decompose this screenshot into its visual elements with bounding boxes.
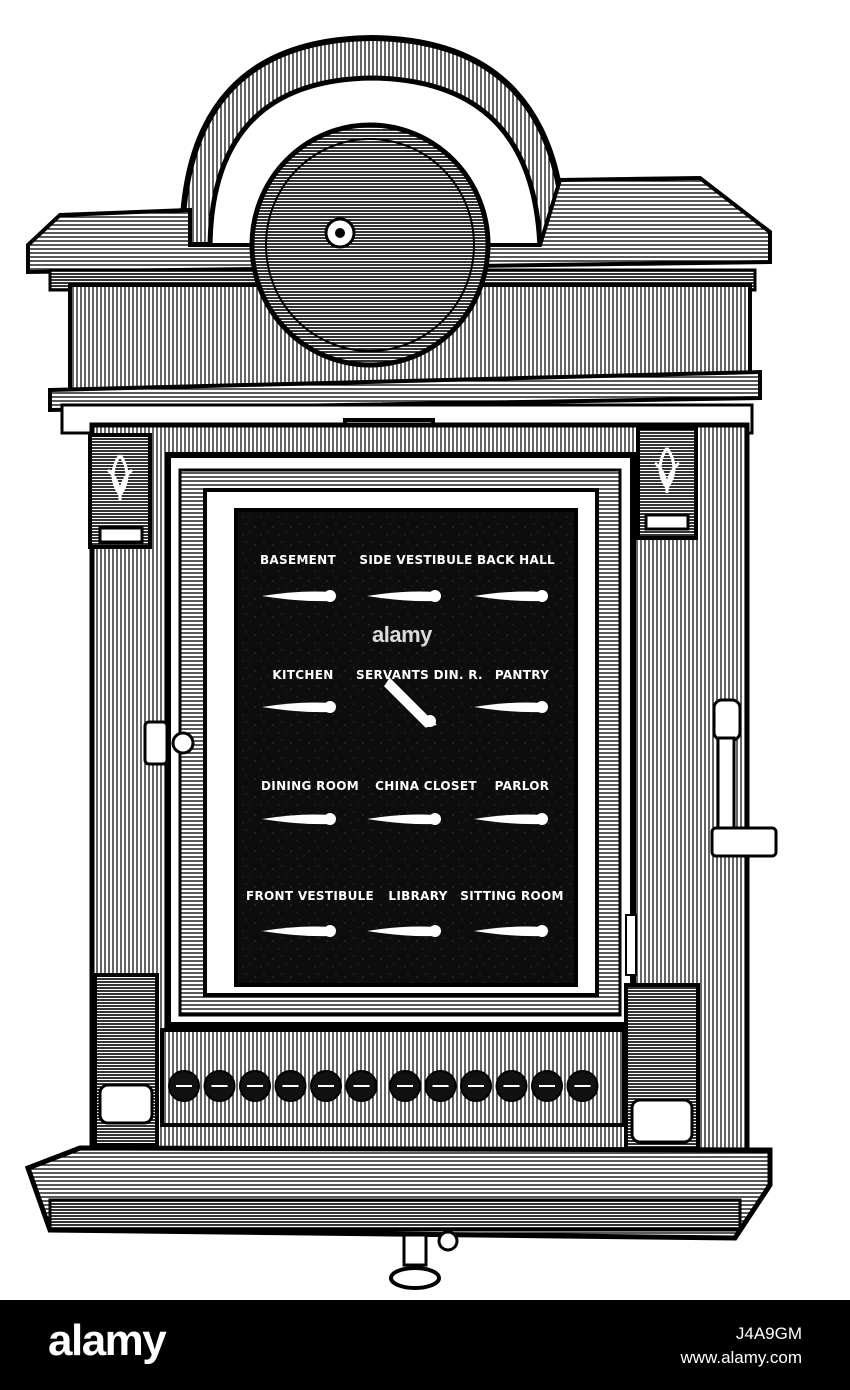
indicator-arm [367, 590, 441, 602]
crank-handle [712, 698, 742, 742]
indicator-arm [262, 925, 336, 937]
indicator-arm [474, 590, 548, 602]
site-url: www.alamy.com [680, 1348, 802, 1367]
room-label-china-closet: CHINA CLOSET [375, 779, 477, 793]
top-cornice [26, 175, 772, 275]
indicator-arms [262, 590, 548, 937]
bell-icon [249, 122, 491, 368]
indicator-panel [234, 508, 578, 987]
annunciator-cabinet [24, 34, 778, 1290]
annunciator-illustration: BASEMENT SIDE VESTIBULE BACK HALL KITCHE… [24, 34, 778, 1290]
image-id: J4A9GM [735, 1324, 802, 1343]
room-label-parlor: PARLOR [494, 779, 550, 793]
room-label-servants-dining: SERVANTS DIN. R. [356, 668, 483, 682]
indicator-arm [474, 925, 548, 937]
room-label-pantry: PANTRY [494, 668, 550, 682]
indicator-arm [384, 677, 437, 728]
stock-footer-bar: alamy J4A9GM www.alamy.com [0, 1300, 850, 1390]
indicator-arm [474, 701, 548, 713]
image-credit: J4A9GM www.alamy.com [680, 1322, 802, 1370]
middle-cornice [48, 369, 762, 413]
indicator-arm [262, 590, 336, 602]
room-label-kitchen: KITCHEN [272, 668, 334, 682]
room-label-front-vestibule: FRONT VESTIBULE [246, 889, 375, 903]
indicator-arm [262, 813, 336, 825]
indicator-arm [262, 701, 336, 713]
room-label-side-vestibule: SIDE VESTIBULE [359, 553, 473, 567]
room-label-basement: BASEMENT [259, 553, 337, 567]
room-label-sitting-room: SITTING ROOM [460, 889, 564, 903]
indicator-arm [474, 813, 548, 825]
brand-logo: alamy [48, 1316, 167, 1365]
pull-knob [402, 1233, 428, 1267]
room-label-library: LIBRARY [388, 889, 448, 903]
room-label-back-hall: BACK HALL [476, 553, 556, 567]
room-label-dining-room: DINING ROOM [261, 779, 359, 793]
terminal-buttons [168, 1070, 599, 1102]
indicator-arm [367, 925, 441, 937]
door-latch [143, 720, 169, 766]
watermark-text: alamy [372, 622, 432, 647]
indicator-arm [367, 813, 441, 825]
